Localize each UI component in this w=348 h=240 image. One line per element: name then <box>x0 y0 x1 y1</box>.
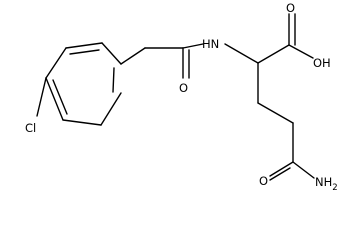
calpha-cooh-bond <box>257 44 290 64</box>
terminal-co-double-bond <box>269 167 291 181</box>
ring-ch2-bond <box>120 47 146 65</box>
amide-oxygen-label: O <box>179 81 188 95</box>
chlorophenyl-ring <box>45 42 122 126</box>
ring-bond <box>45 47 67 79</box>
c-cl-bond <box>36 77 47 117</box>
acid-hydroxyl-label: OH <box>313 56 331 70</box>
ring-bond <box>100 92 122 126</box>
terminal-amide-nh2-label: NH2 <box>315 175 338 193</box>
nh-text: NH <box>315 175 332 189</box>
ring-bond <box>62 119 102 126</box>
ring-inner-bond <box>52 79 68 115</box>
terminal-co-double-bond <box>269 161 294 177</box>
ring-bond <box>101 42 122 65</box>
terminal-amide-oxygen-label: O <box>259 174 268 188</box>
molecule-svg: Cl HN O O OH O NH2 <box>25 1 338 193</box>
co-n-bond <box>182 43 204 49</box>
structure-drawing: Cl HN O O OH O NH2 <box>25 1 338 193</box>
ring-inner-bond <box>69 49 100 55</box>
ring-inner-bond <box>112 67 115 93</box>
ring-bond <box>65 42 103 49</box>
cbeta-cgamma-bond <box>257 102 294 124</box>
amide-nh-label: HN <box>202 37 219 51</box>
c-nh2-bond <box>292 161 315 179</box>
acid-c-oh-bond <box>288 44 314 59</box>
n-calpha-bond <box>224 43 259 64</box>
nh2-subscript: 2 <box>332 183 337 193</box>
acid-carbonyl-oxygen-label: O <box>286 1 295 15</box>
chlorine-label: Cl <box>25 121 36 135</box>
ring-bond <box>45 77 64 121</box>
